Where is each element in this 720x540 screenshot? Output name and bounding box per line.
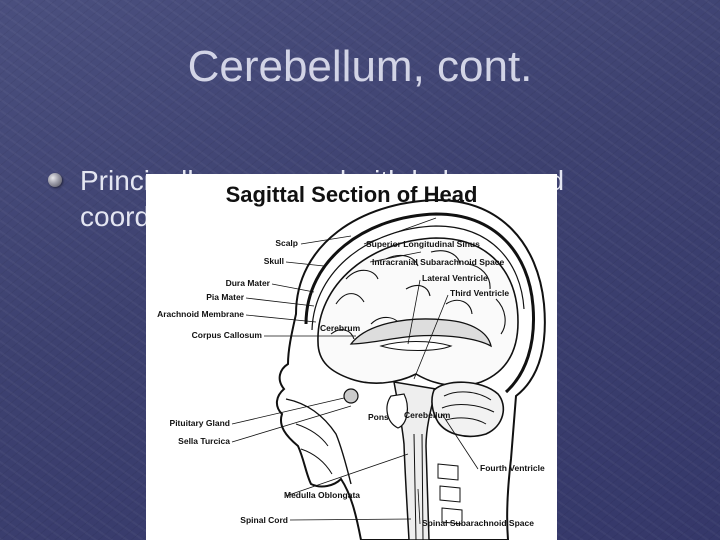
corpus-callosum-shape [349,318,492,348]
dura-outline [311,225,525,331]
label-spinal-cord: Spinal Cord [240,515,288,525]
bullet-marker-icon [48,173,62,187]
label-pituitary-gland: Pituitary Gland [170,418,230,428]
label-arachnoid-membrane: Arachnoid Membrane [157,309,244,319]
label-corpus-callosum: Corpus Callosum [192,330,263,340]
label-cerebrum: Cerebrum [320,323,361,333]
label-superior-longitudinal-sinus: Superior Longitudinal Sinus [366,239,480,249]
label-lateral-ventricle: Lateral Ventricle [422,273,488,283]
label-pia-mater: Pia Mater [206,292,244,302]
slide-title: Cerebellum, cont. [187,42,533,91]
head-outline [276,198,546,540]
label-scalp: Scalp [275,238,298,248]
label-spinal-subarachnoid-space: Spinal Subarachnoid Space [422,518,534,528]
label-third-ventricle: Third Ventricle [450,288,509,298]
skull-outline [304,212,536,394]
label-skull: Skull [264,256,284,266]
lateral-ventricle-shape [379,341,453,351]
face-interior [285,398,352,485]
cerebellum-shape [431,381,505,438]
label-fourth-ventricle: Fourth Ventricle [480,463,545,473]
label-cerebellum: Cerebellum [404,410,451,420]
sagittal-section-figure: Scalp Skull Dura Mater Pia Mater Arachno… [146,174,557,540]
cerebrum-shape [317,237,519,387]
label-medulla-oblongata: Medulla Oblongata [284,490,360,500]
label-pons: Pons [368,412,389,422]
label-sella-turcica: Sella Turcica [178,436,230,446]
brain-diagram: Scalp Skull Dura Mater Pia Mater Arachno… [157,198,546,540]
figure-title: Sagittal Section of Head [225,182,478,207]
label-intracranial-subarachnoid-space: Intracranial Subarachnoid Space [372,257,505,267]
pituitary-shape [343,388,359,404]
label-dura-mater: Dura Mater [226,278,271,288]
